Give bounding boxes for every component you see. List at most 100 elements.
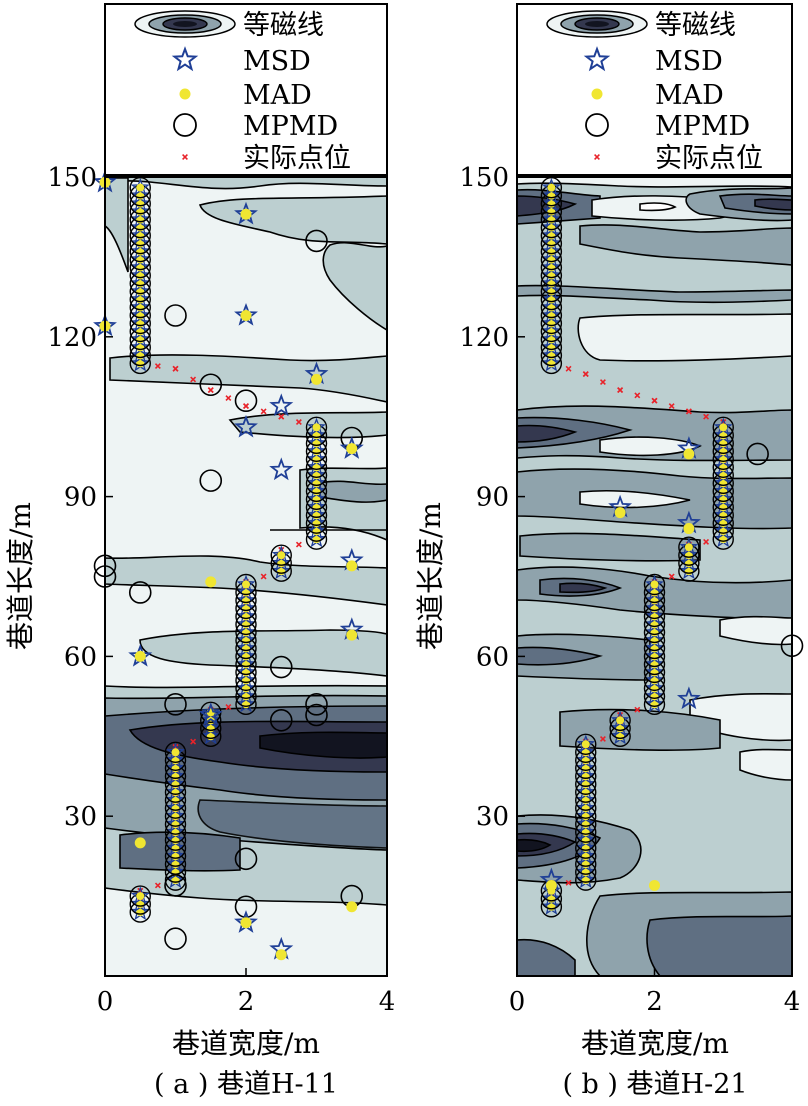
legend-contour-swatch (134, 10, 236, 38)
mad-point (312, 423, 321, 432)
panel-a-y-axis-label: 巷道长度/m (4, 502, 37, 650)
legend-mpmd-circle (585, 113, 609, 137)
panel-b-caption: ( b ) 巷道H-21 (562, 1069, 747, 1100)
mpmd-point (678, 536, 700, 558)
legend-label: 实际点位 (655, 143, 763, 174)
y-tick-label: 150 (47, 163, 97, 193)
y-tick-label: 150 (459, 163, 509, 193)
actual-point-mark (617, 387, 624, 394)
x-tick-label: 2 (646, 987, 663, 1017)
mpmd-point (234, 389, 258, 413)
mpmd-point (305, 229, 328, 253)
mpmd-point (199, 373, 223, 397)
mad-point (242, 580, 250, 589)
y-tick-label: 90 (476, 483, 509, 513)
mpmd-point (234, 847, 258, 871)
mpmd-point (575, 733, 597, 755)
mpmd-point (164, 927, 187, 951)
msd-point (676, 686, 701, 710)
x-tick-label: 4 (784, 987, 801, 1017)
actual-point-mark (599, 735, 606, 742)
legend-actual-mark-x (182, 154, 188, 160)
actual-point-mark (565, 879, 572, 886)
msd-point (269, 457, 294, 481)
y-tick-label: 30 (64, 802, 97, 832)
mad-point (684, 543, 693, 552)
actual-point-mark (190, 738, 197, 745)
y-tick-label: 60 (476, 642, 509, 672)
panel-a-x-axis-label: 巷道宽度/m (172, 1027, 320, 1060)
msd-point (269, 393, 294, 417)
actual-point-mark (260, 573, 267, 580)
panel-b-y-axis-label: 巷道长度/m (414, 502, 447, 650)
panel-b-x-ticks: 0 2 4 (509, 968, 801, 1017)
mad-point (171, 748, 180, 757)
panel-a-y-ticks: 30 60 90 120 150 (47, 163, 113, 832)
mpmd-point (164, 304, 187, 327)
mad-point (346, 629, 358, 641)
legend-actual-mark (182, 154, 188, 160)
actual-point-mark (703, 413, 710, 420)
msd-point (234, 414, 258, 438)
y-tick-label: 60 (64, 642, 97, 672)
x-tick-label: 0 (509, 987, 526, 1017)
legend-mad-dot (591, 88, 603, 100)
actual-point-mark (207, 387, 214, 394)
mad-point (136, 892, 145, 901)
actual-point-mark (172, 365, 179, 372)
legend-mpmd-circle (173, 113, 197, 137)
mad-point (275, 949, 287, 961)
mpmd-point (128, 581, 152, 604)
y-tick-label: 120 (47, 323, 97, 353)
panel-b-y-ticks: 30 60 90 120 150 (459, 163, 525, 832)
panel-b-mad-series (545, 448, 695, 891)
mpmd-point (305, 416, 328, 439)
mpmd-point (164, 741, 187, 763)
actual-point-mark (154, 363, 161, 370)
mad-point (134, 837, 146, 849)
panel-b-mpmd-series (540, 176, 804, 918)
y-tick-label: 30 (476, 802, 509, 832)
y-tick-label: 120 (459, 323, 509, 353)
x-tick-label: 0 (97, 987, 114, 1017)
mad-point (719, 423, 728, 432)
mad-point (547, 183, 556, 192)
mpmd-point (199, 469, 223, 492)
actual-point-mark (651, 397, 658, 404)
panel-a-mad-series (99, 176, 358, 961)
panel-a-caption: ( a ) 巷道H-11 (154, 1069, 338, 1100)
mpmd-point (712, 416, 734, 439)
mad-point (683, 523, 695, 535)
mpmd-point (270, 544, 292, 566)
actual-point-mark (260, 408, 267, 415)
y-tick-label: 90 (64, 483, 97, 513)
actual-point-mark (295, 419, 302, 425)
actual-point-mark (634, 392, 641, 399)
mad-point (649, 879, 660, 891)
mad-point (614, 507, 626, 519)
mpmd-point (305, 703, 328, 727)
actual-point-mark (278, 413, 285, 420)
mad-point (240, 309, 252, 321)
actual-point-mark (225, 704, 232, 710)
mad-point (277, 551, 286, 560)
mad-point (683, 448, 695, 460)
mpmd-point (269, 655, 293, 679)
x-tick-label: 4 (379, 987, 396, 1017)
mad-point (346, 901, 358, 913)
actual-point-mark (582, 371, 589, 378)
msd-point (198, 702, 223, 726)
legend-msd-star (171, 46, 199, 72)
mad-point (545, 879, 557, 891)
mpmd-point (164, 693, 187, 716)
legend-actual-mark-x (594, 154, 600, 160)
mad-point (205, 576, 217, 588)
legend-contour-swatch (546, 10, 648, 38)
actual-point-mark (668, 573, 675, 580)
legend-label: MSD (243, 46, 311, 77)
mpmd-point (235, 573, 257, 596)
legend-msd-star (583, 46, 611, 72)
mpmd-point (305, 693, 328, 716)
mad-point (240, 917, 252, 929)
